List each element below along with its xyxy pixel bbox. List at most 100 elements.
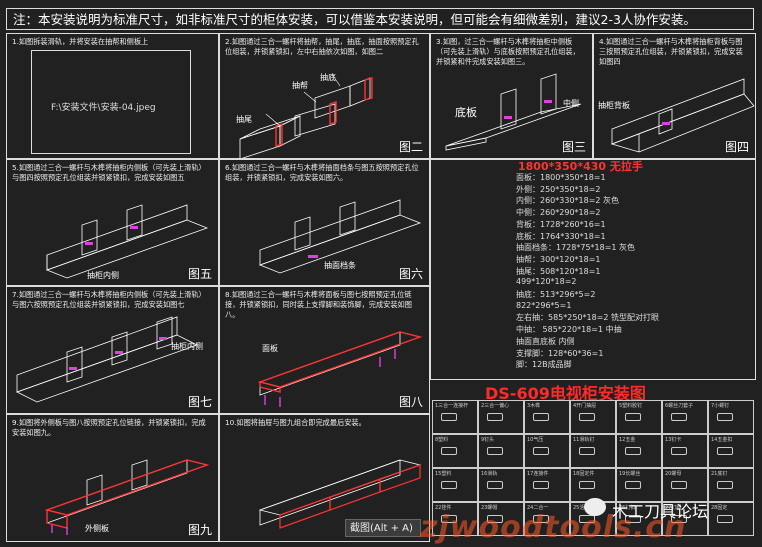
fig-3-label: 图三 [561, 140, 586, 154]
watermark-cn: 木工刀具论坛 [612, 502, 709, 521]
fig-5-label: 图五 [187, 267, 212, 281]
spec-line: 支撑脚：128*60*36=1 [516, 348, 604, 358]
hardware-item: 26钉扣 [616, 502, 662, 536]
label-choumian-dangtiao: 抽面档条 [324, 261, 356, 270]
hardware-label: 28固定 [711, 505, 728, 511]
hardware-item: 28固定 [708, 502, 754, 536]
hardware-label: 14五金扣 [711, 437, 733, 443]
hardware-icon [671, 481, 687, 489]
hardware-icon [533, 447, 549, 455]
hardware-label: 19长螺丝 [619, 471, 641, 477]
spec-line: 脚：12B成品脚 [516, 360, 572, 370]
hardware-icon [579, 481, 595, 489]
step-2-text: 2.如图通过三合一螺杆将抽帮，抽尾，抽底，抽面按照预定孔位组装，并锁紧锁扣，左中… [225, 37, 419, 56]
hardware-icon [625, 447, 641, 455]
image-placeholder [31, 50, 191, 154]
step-10-text: 10.如图将抽屉与图九组合即完成最后安装。 [225, 418, 366, 427]
step-6-text: 6.如图通过三合一螺杆与木榫将抽面档条与图五按照预定孔位组装，并锁紧锁扣，完成安… [225, 163, 419, 182]
label-diban: 底板 [455, 106, 477, 119]
hardware-item: 6螺丝刀套子 [662, 400, 708, 434]
hardware-label: 15塑料 [435, 471, 452, 477]
hardware-item: 27钉脚 [662, 502, 708, 536]
spec-title: 1800*350*430 无拉手 [518, 160, 643, 173]
hardware-icon [533, 515, 549, 523]
step-4-panel: 4.如图通过三合一螺杆与木榫将抽柜背板与图三按照预定孔位组装，并锁紧锁扣，完成安… [593, 33, 756, 159]
label-mianban: 面板 [262, 344, 278, 353]
step-7-panel: 7.如图通过三合一螺杆与木榫将抽柜内侧板（可先装上滑轨）与图六按照预定孔位组装并… [6, 286, 219, 414]
spec-line: 面板：1800*350*18=1 [516, 173, 606, 182]
hardware-label: 17连接件 [527, 471, 549, 477]
hardware-icon [441, 413, 457, 421]
spec-line: 底板：1764*330*18=1 [516, 231, 606, 241]
step-3-panel: 3.如图，过三合一螺杆与木榫将抽柜中侧板（可先装上滑轨）与底板按照预定孔位组装，… [430, 33, 593, 159]
hardware-label: 2三合一偏心 [481, 403, 510, 409]
hardware-item: 1三合一连接杆 [432, 400, 478, 434]
inner-side-diagram [45, 204, 209, 279]
hardware-item: 5塑料胶钉 [616, 400, 662, 434]
wechat-icon [584, 498, 606, 516]
step-3-text: 3.如图，过三合一螺杆与木榫将抽柜中侧板（可先装上滑轨）与底板按照预定孔位组装，… [436, 37, 580, 66]
label-chougui-beiban: 抽柜背板 [598, 101, 630, 110]
outer-side-diagram [44, 459, 210, 535]
hardware-label: 27钉脚 [665, 505, 682, 511]
step-8-text: 8.如图通过三合一螺杆与木榫将面板与图七按照预定孔位链接，并锁紧锁扣，同时装上支… [225, 290, 412, 319]
hardware-icon [717, 413, 733, 421]
hardware-item: 16滑轨 [478, 468, 524, 502]
spec-line: 抽帮：300*120*18=1 [516, 254, 601, 264]
hardware-icon [717, 515, 733, 523]
notice-banner: 注：本安装说明为标准尺寸，如非标准尺寸的柜体安装，可以借鉴本安装说明，但可能会有… [6, 8, 754, 30]
fig-9-label: 图九 [187, 523, 212, 537]
fig-8-label: 图八 [398, 395, 423, 409]
hardware-item: 20螺母 [662, 468, 708, 502]
hardware-icon [487, 447, 503, 455]
spec-line: 左右抽：585*250*18=2 铣型配对打眼 [516, 313, 660, 323]
hardware-label: 8塑料 [435, 437, 449, 443]
hardware-icon [671, 515, 687, 523]
bom-title: DS-609电视柜安装图 [485, 384, 646, 403]
hardware-icon [533, 481, 549, 489]
hardware-item: 22挂件 [432, 502, 478, 536]
step-6-panel: 6.如图通过三合一螺杆与木榫将抽面档条与图五按照预定孔位组装，并锁紧锁扣，完成安… [219, 159, 430, 286]
step-7-text: 7.如图通过三合一螺杆与木榫将抽柜内侧板（可先装上滑轨）与图六按照预定孔位组装并… [12, 290, 206, 309]
back-panel-diagram [610, 78, 755, 153]
hardware-icon [487, 413, 503, 421]
hardware-icon [625, 515, 641, 523]
screenshot-hotkey-tooltip[interactable]: 截图(Alt + A) [345, 519, 421, 537]
hardware-label: 22挂件 [435, 505, 452, 511]
drawer-exploded-diagram [239, 73, 373, 158]
label-chouwei: 抽尾 [236, 115, 252, 124]
hardware-item: 18固定件 [570, 468, 616, 502]
top-panel-diagram [257, 331, 423, 407]
label-choudi: 抽底 [320, 73, 336, 82]
hardware-icon [625, 481, 641, 489]
label-chougui-neice: 抽柜内侧 [87, 271, 119, 280]
hardware-item: 19长螺丝 [616, 468, 662, 502]
hardware-item: 8塑料 [432, 434, 478, 468]
spec-line: 822*296*5=1 [516, 300, 572, 310]
hardware-label: 6螺丝刀套子 [665, 403, 694, 409]
step-1-text: 1.如图拆装滑轨，并将安装在抽帮和侧板上 [12, 37, 149, 46]
hardware-icon [717, 447, 733, 455]
step-5-panel: 5.如图通过三合一螺杆与木榫将抽柜内侧板（可先装上滑轨）与图四按照预定孔位组装并… [6, 159, 219, 286]
inner-side-2-diagram [15, 316, 199, 403]
step-5-text: 5.如图通过三合一螺杆与木榫将抽柜内侧板（可先装上滑轨）与图四按照预定孔位组装并… [12, 163, 206, 182]
hardware-icon [487, 481, 503, 489]
hardware-icon [441, 515, 457, 523]
hardware-label: 7小螺钉 [711, 403, 730, 409]
step-9-panel: 9.如图将外侧板与图八按照预定孔位链接，并锁紧锁扣，完成安装如图九。 外侧板 图… [6, 414, 219, 542]
step-9-text: 9.如图将外侧板与图八按照预定孔位链接，并锁紧锁扣，完成安装如图九。 [12, 418, 206, 437]
hardware-item: 24二合一 [524, 502, 570, 536]
step-4-text: 4.如图通过三合一螺杆与木榫将抽柜背板与图三按照预定孔位组装，并锁紧锁扣，完成安… [599, 37, 743, 66]
spec-line: 外侧：250*350*18=2 [516, 184, 601, 194]
label-waiceban: 外侧板 [85, 524, 109, 533]
hardware-icon [717, 481, 733, 489]
spec-line: 内侧：260*330*18=2 灰色 [516, 196, 620, 206]
hardware-item: 9钉头 [478, 434, 524, 468]
spec-line: 背板：1728*260*16=1 [516, 219, 606, 229]
hardware-item: 12五金 [616, 434, 662, 468]
hardware-label: 1三合一连接杆 [435, 403, 469, 409]
spec-line: 抽尾：508*120*18=1 [516, 266, 601, 276]
hardware-item: 15塑料 [432, 468, 478, 502]
hardware-item: 17连接件 [524, 468, 570, 502]
